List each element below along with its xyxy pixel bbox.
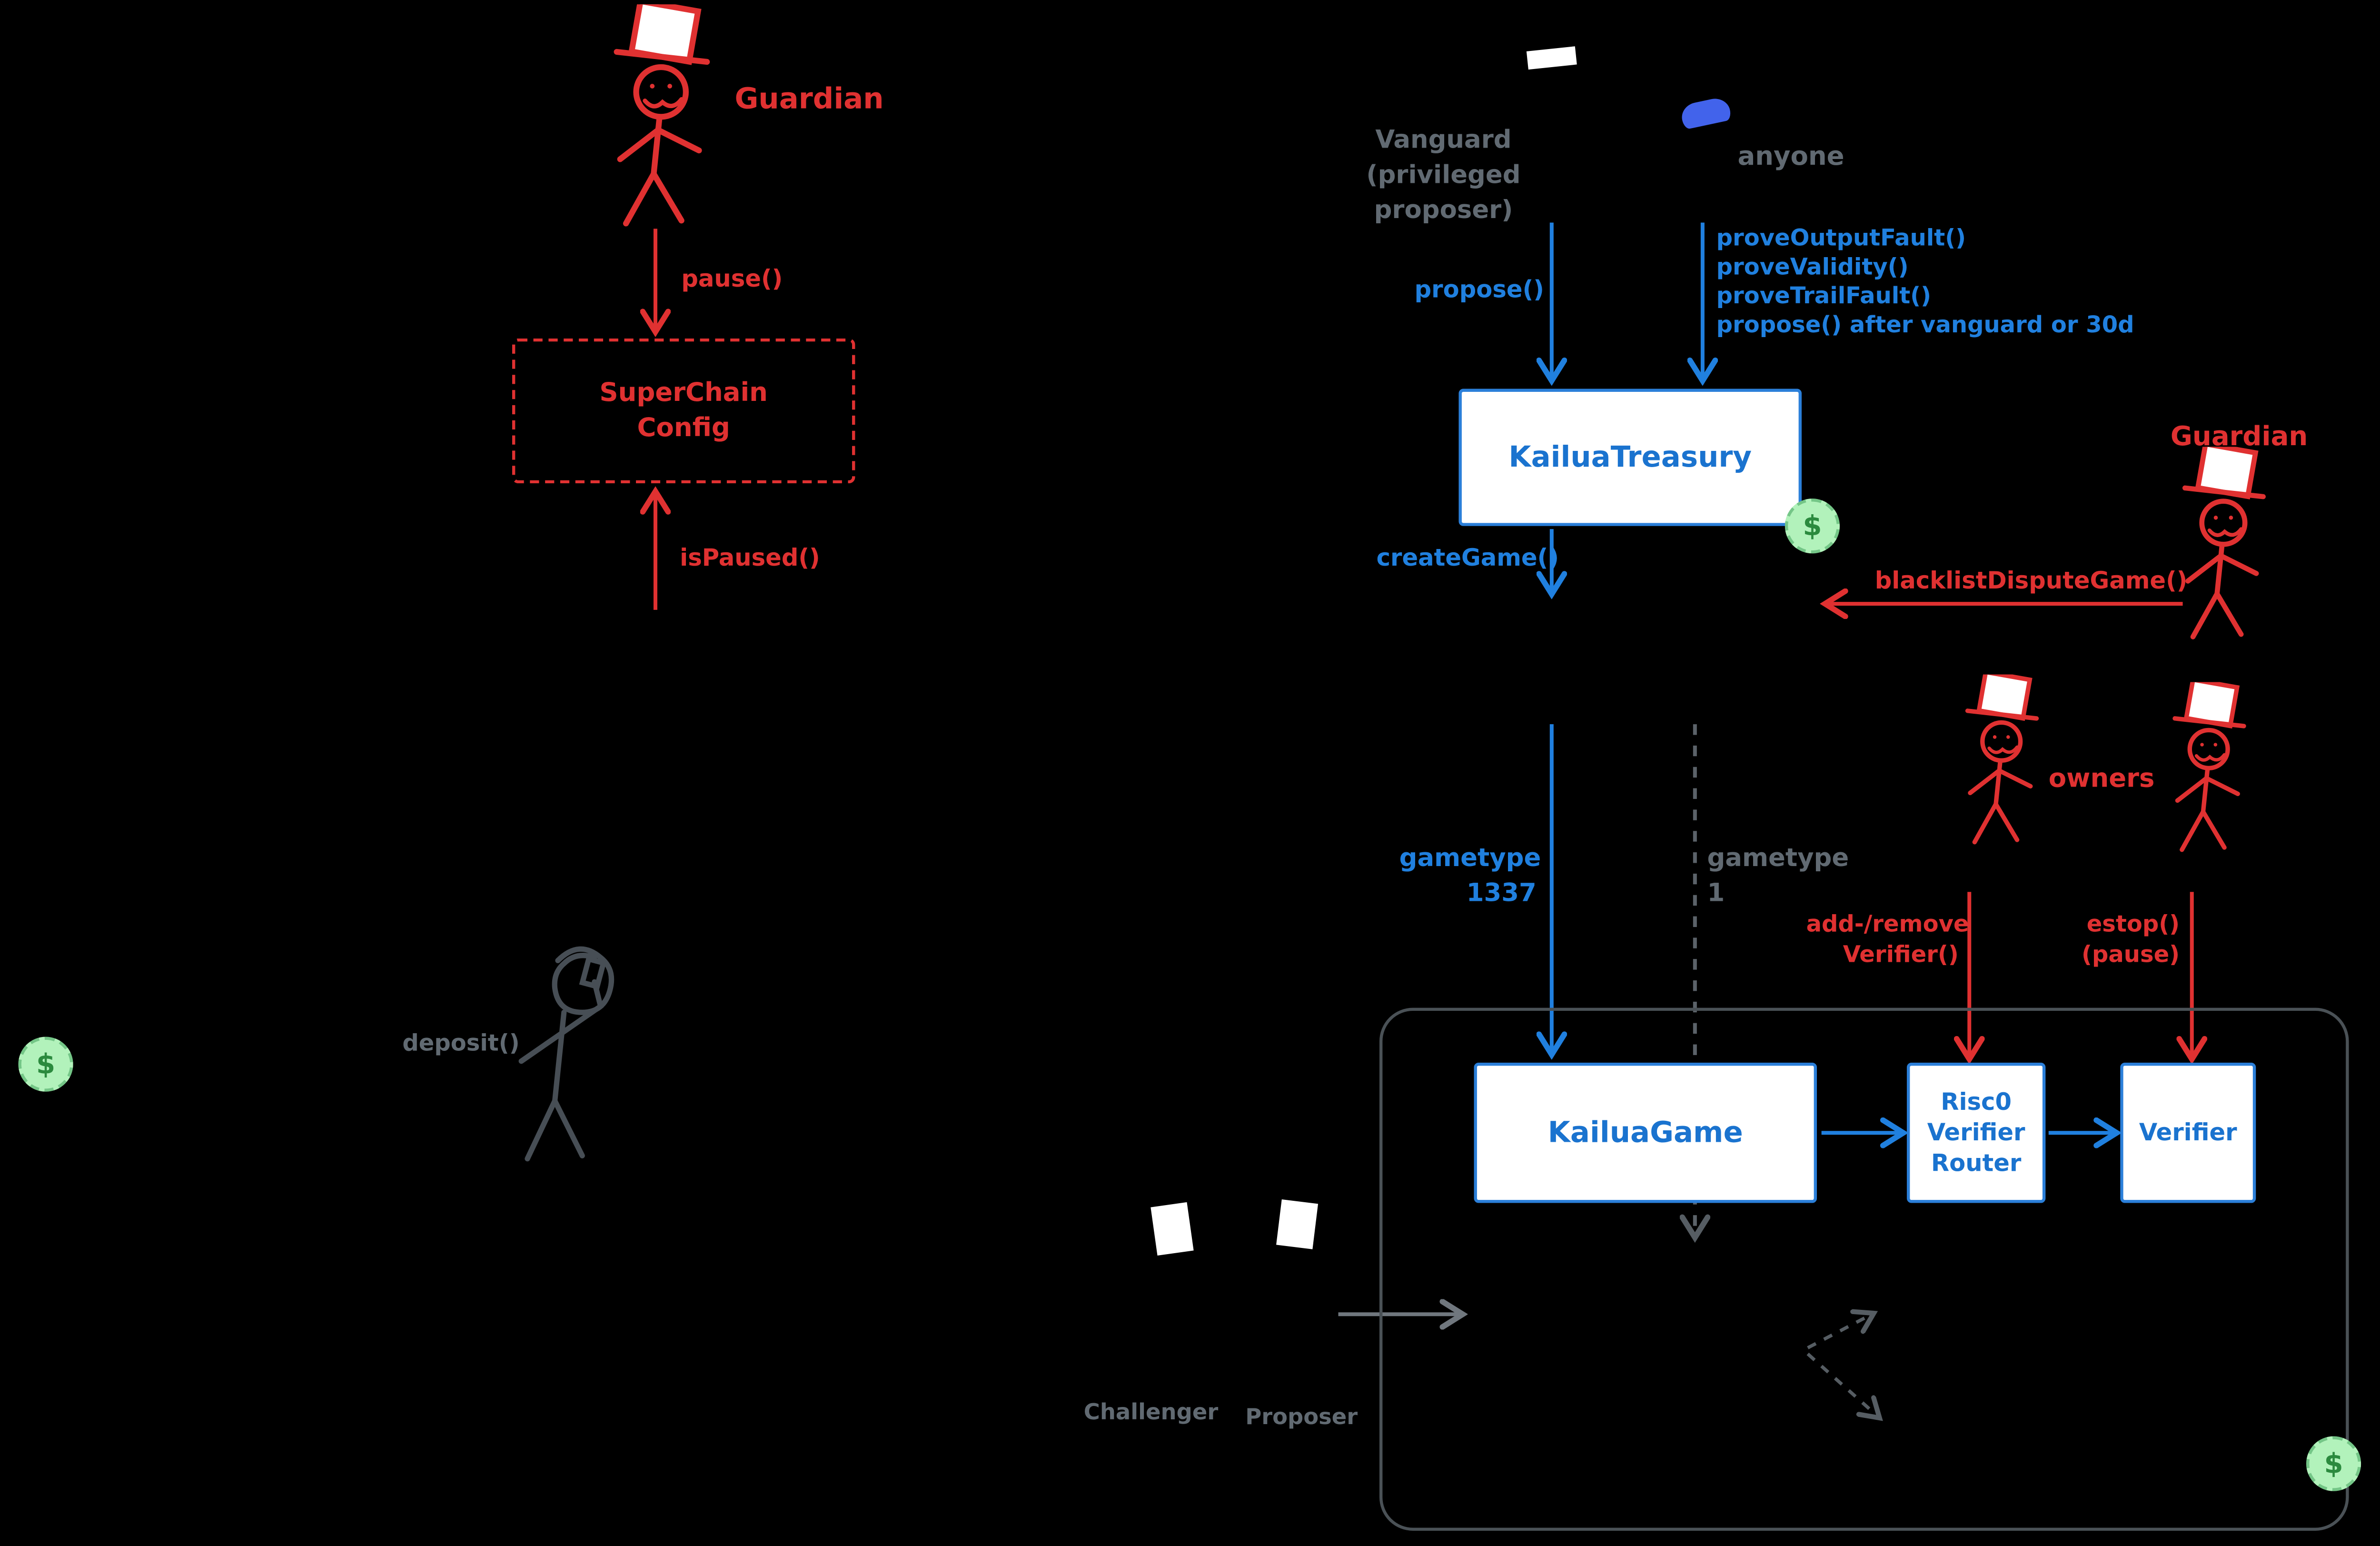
kailua-game-label: KailuaGame [1547,1116,1743,1150]
risc0-line1: Risc0 [1941,1088,2012,1117]
method-prove-trail-fault: proveTrailFault() [1716,282,1932,310]
depositor-figure [518,946,615,1162]
superchain-config-line1: SuperChain [599,377,768,408]
risc0-verifier-router-box: Risc0 Verifier Router [1906,1062,2046,1203]
guardian-right-label: Guardian [2170,422,2308,453]
vanguard-label: Vanguard (privileged proposer) [1361,122,1526,227]
risc0-line3: Router [1931,1149,2022,1177]
guardian-top-label: Guardian [734,82,884,116]
create-game-label: createGame() [1376,544,1559,572]
method-propose-after: propose() after vanguard or 30d [1716,311,2134,339]
gametype-1337-label: gametype 1337 [1399,840,1541,910]
kailua-game-box: KailuaGame [1474,1062,1817,1203]
dollar-icon: $ [2324,1447,2343,1480]
vanguard-line1: Vanguard [1375,125,1512,154]
owner-figure-2 [2146,678,2281,865]
estop-line1: estop() [2086,910,2180,938]
proposer-hat-icon [1276,1199,1319,1249]
owners-label: owners [2048,764,2155,795]
dashed-branch-down-arrow [1806,1352,1878,1416]
dashed-branch-up-arrow [1807,1314,1872,1349]
add-remove-line1: add-/remove [1806,910,1969,938]
blacklist-dispute-game-label: blacklistDisputeGame() [1874,567,2188,595]
deposit-label: deposit() [402,1029,520,1057]
kailua-treasury-box: KailuaTreasury [1458,389,1802,526]
estop-line2: (pause) [2082,940,2180,968]
gametype-1-label: gametype 1 [1707,840,1849,910]
method-prove-validity: proveValidity() [1716,253,1909,281]
proposer-label: Proposer [1245,1406,1358,1430]
kailua-treasury-label: KailuaTreasury [1508,440,1752,474]
game-cluster-container [1379,1007,2349,1531]
superchain-config-box: SuperChain Config [512,338,855,484]
gametype-1337-line1: gametype [1399,843,1541,872]
is-paused-label: isPaused() [680,544,820,572]
estop-label: estop() (pause) [2027,909,2180,970]
gametype-1-line1: gametype [1707,843,1849,872]
superchain-config-line2: Config [637,412,730,443]
dollar-icon: $ [1803,510,1822,542]
risc0-line2: Verifier [1927,1119,2025,1147]
gametype-1337-line2: 1337 [1466,878,1537,908]
gametype-1-line2: 1 [1707,878,1725,908]
challenger-hat-icon [1150,1202,1194,1256]
vanguard-line2: (privileged [1366,160,1521,190]
dollar-icon: $ [36,1048,56,1080]
guardian-figure-top [579,3,754,239]
add-remove-verifier-label: add-/remove Verifier() [1806,909,1969,970]
treasury-money-badge: $ [1785,499,1840,554]
propose-label: propose() [1414,276,1544,304]
pause-label: pause() [681,265,783,293]
deposit-money-badge: $ [18,1037,73,1092]
game-money-badge: $ [2306,1436,2361,1491]
verifier-box: Verifier [2120,1062,2256,1203]
anyone-label: anyone [1737,141,1844,172]
anyone-methods-list: proveOutputFault() proveValidity() prove… [1716,224,2134,340]
challenger-label: Challenger [1083,1401,1219,1426]
verifier-label: Verifier [2139,1119,2237,1147]
method-prove-output-fault: proveOutputFault() [1716,224,1966,252]
guardian-figure-right [2152,447,2305,649]
add-remove-line2: Verifier() [1843,940,1959,968]
vanguard-line3: proposer) [1374,195,1513,224]
